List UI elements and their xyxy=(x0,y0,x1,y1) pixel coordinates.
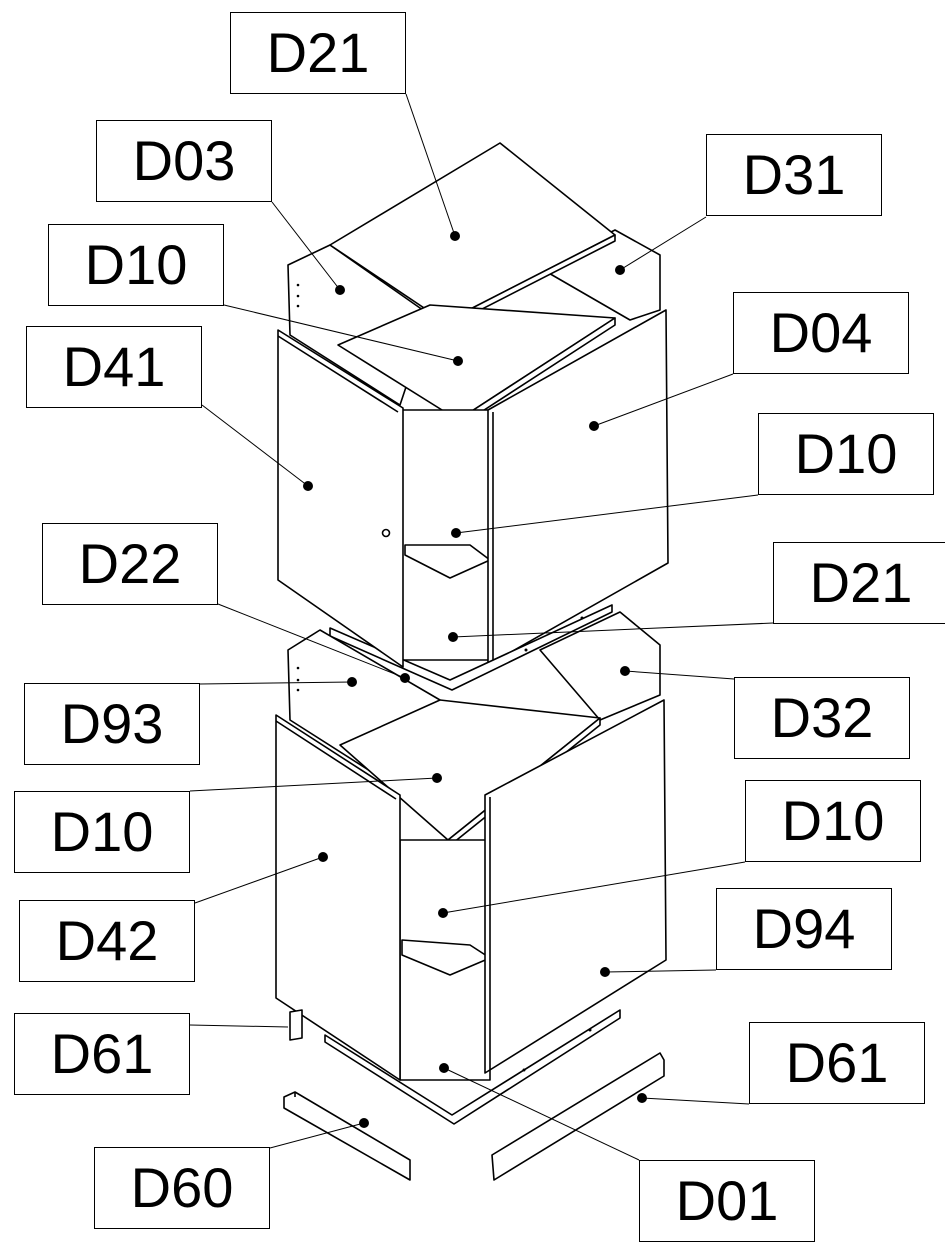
label-d61-left: D61 xyxy=(14,1013,190,1095)
lower-left-door xyxy=(275,714,401,1081)
lower-back-panel xyxy=(539,611,661,721)
label-d01: D01 xyxy=(639,1160,815,1242)
label-d21-top: D21 xyxy=(230,12,406,94)
label-d32: D32 xyxy=(734,677,910,759)
label-d94: D94 xyxy=(716,888,892,970)
label-d10-upper-middle: D10 xyxy=(758,413,934,495)
label-d41: D41 xyxy=(26,326,202,408)
plinth-front-right xyxy=(491,1052,665,1181)
lower-bottom-panel xyxy=(324,1009,621,1125)
label-d21-bottom: D21 xyxy=(773,542,945,624)
label-d60: D60 xyxy=(94,1147,270,1229)
label-d10-lower-top: D10 xyxy=(14,791,190,873)
upper-interior xyxy=(399,409,491,661)
plinth-left-small xyxy=(289,1009,303,1041)
label-d42: D42 xyxy=(19,900,195,982)
lower-right-door xyxy=(484,699,667,1074)
upper-left-door xyxy=(277,329,404,668)
label-d61-right: D61 xyxy=(749,1022,925,1104)
label-d93: D93 xyxy=(24,683,200,765)
upper-middle-shelf xyxy=(404,544,491,579)
label-d10-lower-middle: D10 xyxy=(745,780,921,862)
label-d03: D03 xyxy=(96,120,272,202)
upper-right-door xyxy=(487,309,669,666)
label-d22: D22 xyxy=(42,523,218,605)
label-d31: D31 xyxy=(706,134,882,216)
lower-middle-shelf xyxy=(401,939,491,976)
label-d04: D04 xyxy=(733,292,909,374)
plinth-front-left xyxy=(283,1091,411,1181)
label-d10-upper-shelf: D10 xyxy=(48,224,224,306)
